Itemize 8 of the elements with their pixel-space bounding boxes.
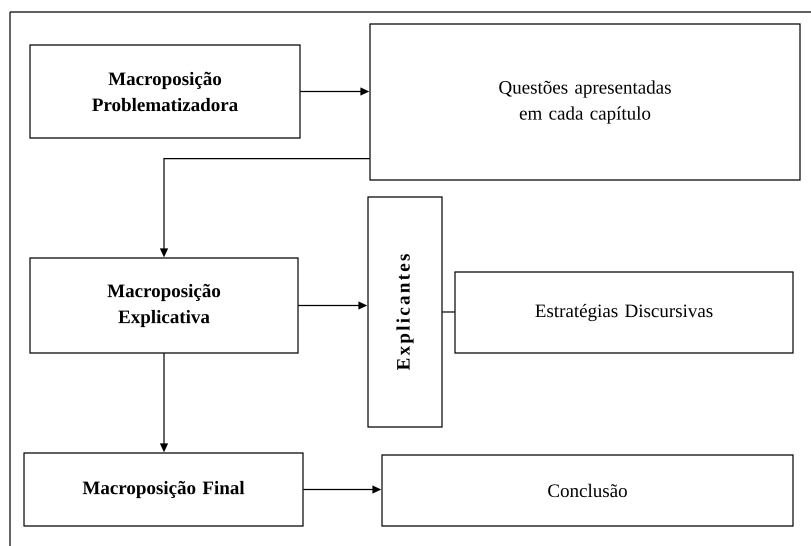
text-box: Conclusão bbox=[381, 454, 794, 527]
text-box: Estratégias Discursivas bbox=[454, 271, 794, 354]
process-box: Macroposição Problematizadora bbox=[29, 44, 301, 139]
process-box: Macroposição Explicativa bbox=[29, 257, 299, 354]
text-box: Questões apresentadas em cada capítulo bbox=[369, 23, 801, 181]
process-box: Macroposição Final bbox=[23, 452, 304, 527]
vertical-label-box: Explicantes bbox=[367, 196, 443, 428]
connector-line bbox=[442, 311, 454, 313]
